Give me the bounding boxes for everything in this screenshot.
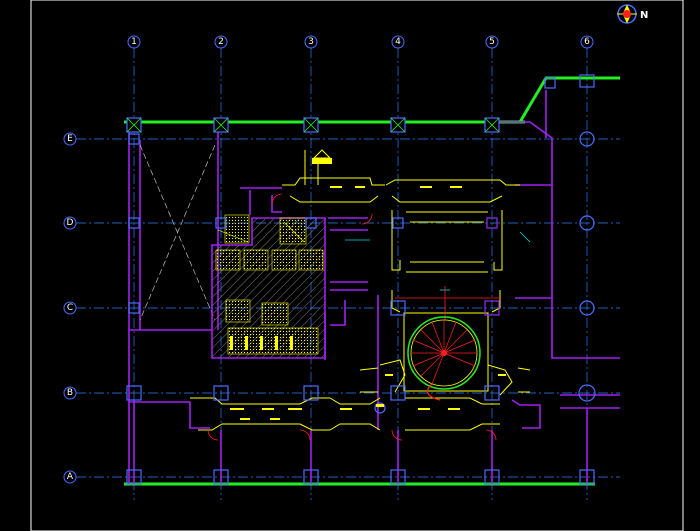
north-arrow-icon: N — [617, 4, 648, 24]
section-marker-icon — [374, 402, 386, 414]
axis-label-3: 3 — [308, 37, 314, 47]
column-axis-bubbles: 1 2 3 4 5 6 — [127, 35, 594, 49]
axis-grid — [76, 48, 620, 500]
axis-label-C: C — [67, 303, 73, 313]
axis-label-6: 6 — [584, 37, 590, 47]
north-label: N — [640, 10, 648, 21]
axis-label-2: 2 — [218, 37, 224, 47]
axis-label-A: A — [67, 472, 74, 482]
row-axis-bubbles: E D C B A — [63, 132, 77, 484]
fixtures — [190, 150, 531, 431]
axis-label-5: 5 — [489, 37, 495, 47]
axis-label-1: 1 — [131, 37, 137, 47]
structural-columns — [126, 74, 596, 485]
walls — [128, 90, 620, 484]
axis-label-B: B — [67, 388, 73, 398]
axis-label-4: 4 — [395, 37, 401, 47]
hatched-room — [211, 214, 326, 359]
drawing-frame — [30, 0, 684, 531]
stairwell-void — [139, 144, 216, 321]
annotation-marks — [230, 186, 506, 420]
spiral-stair — [407, 316, 481, 401]
axis-label-E: E — [67, 134, 73, 144]
elevation-marker-icon — [312, 149, 332, 164]
door-swings — [207, 193, 500, 441]
stair-treads — [411, 320, 477, 385]
axis-label-D: D — [67, 218, 74, 228]
